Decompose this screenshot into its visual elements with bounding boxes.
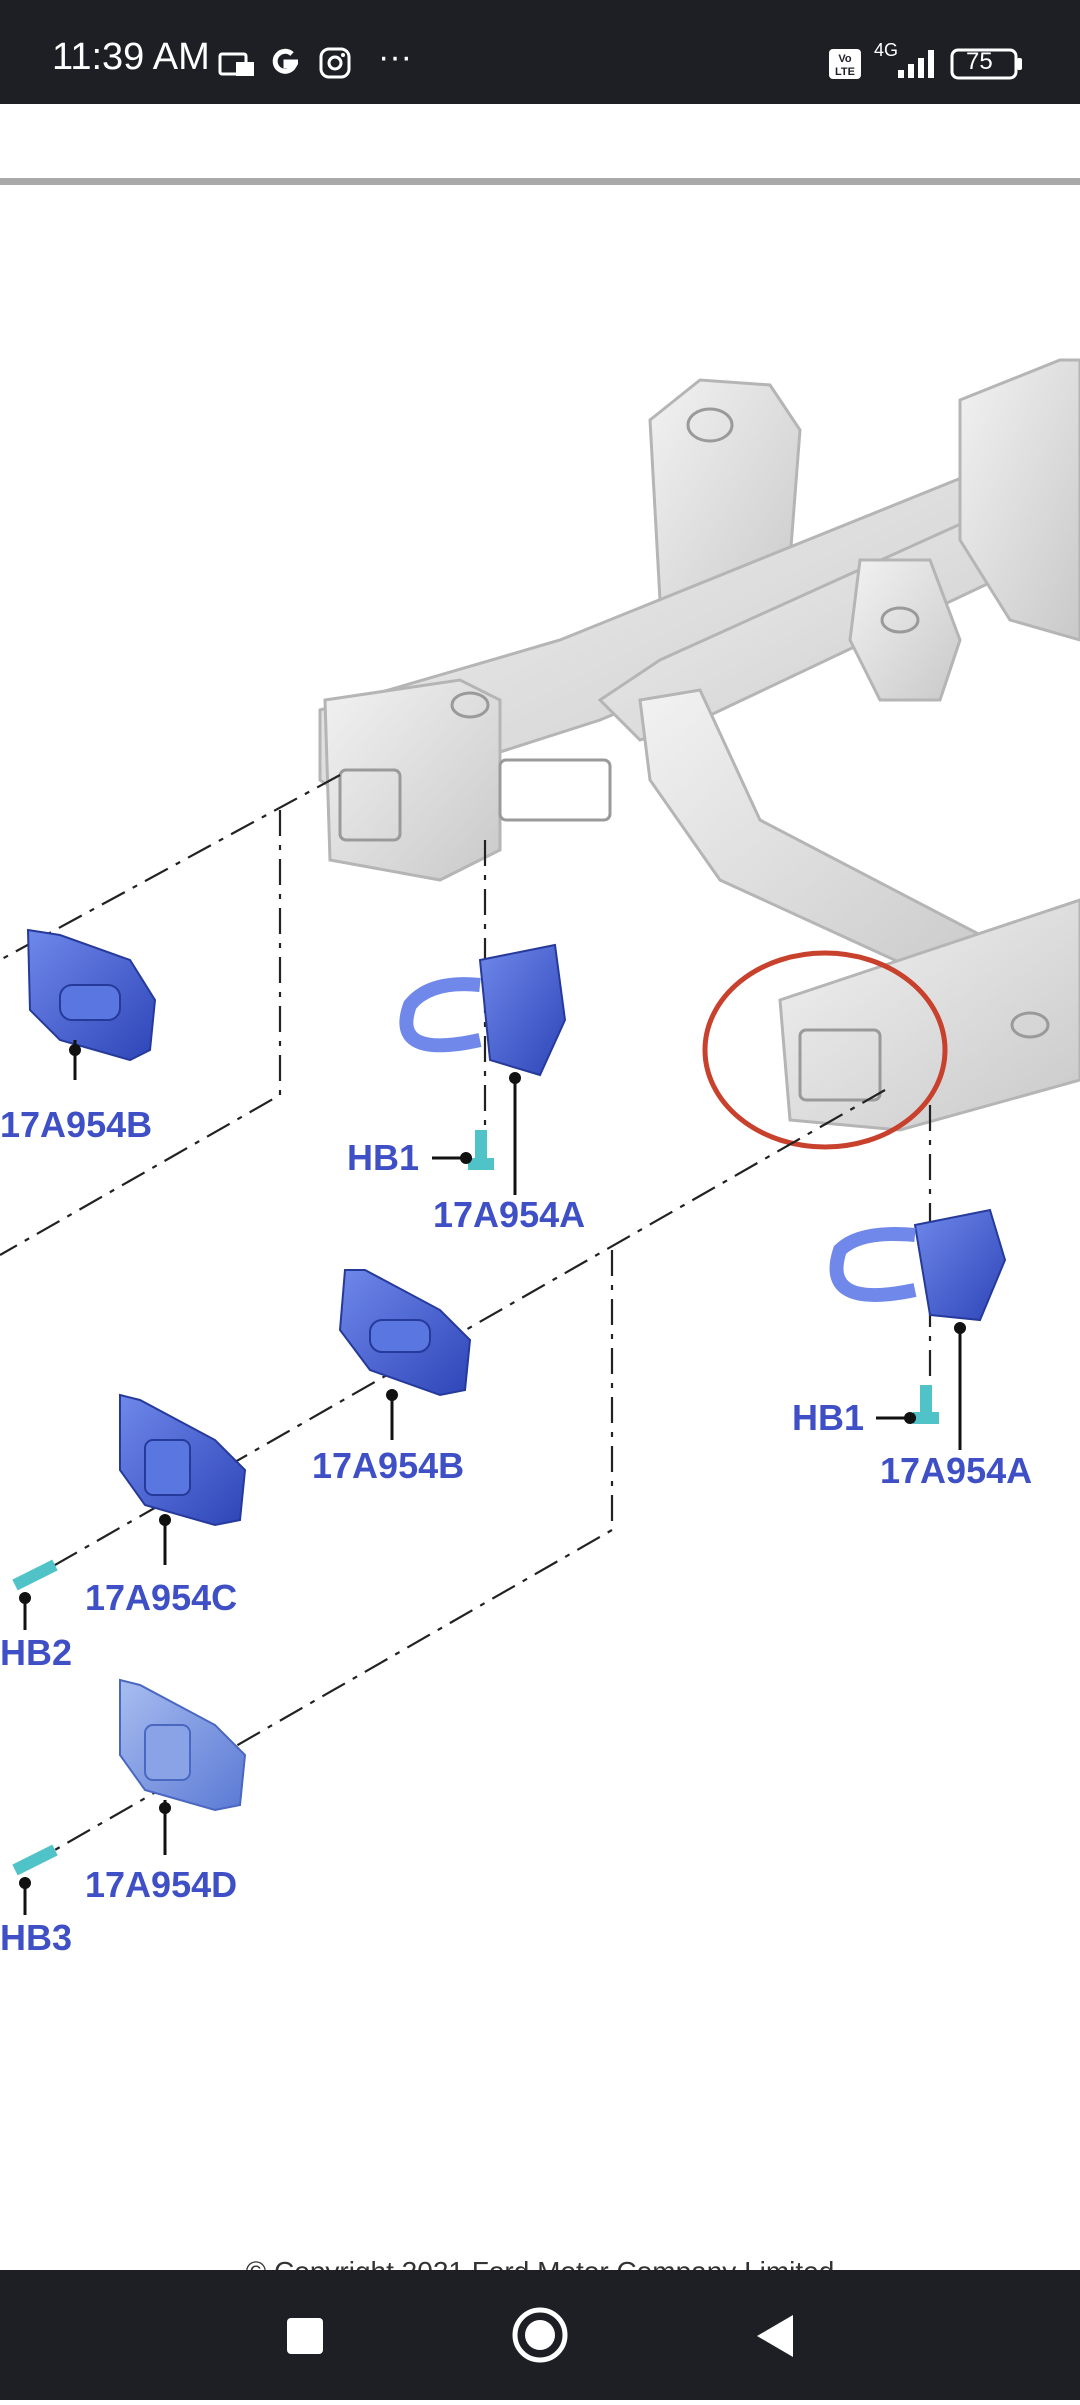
- circle-icon: [512, 2307, 568, 2363]
- volte-icon: Vo LTE: [829, 49, 861, 79]
- part-17a954b-left[interactable]: [26, 928, 157, 1080]
- label-17a954c: 17A954C: [85, 1577, 237, 1618]
- bolt-hb3[interactable]: [12, 1844, 58, 1915]
- bolt-hb2[interactable]: [12, 1559, 58, 1630]
- status-bar: 11:39 AM ··· Vo LTE 4G 75: [0, 0, 1080, 104]
- chassis-frame: [318, 358, 1080, 1132]
- battery-icon: [950, 48, 1022, 80]
- bolt-hb1-right[interactable]: [876, 1385, 939, 1424]
- status-time: 11:39 AM: [52, 36, 210, 78]
- label-hb1-right: HB1: [792, 1397, 864, 1438]
- svg-text:Vo: Vo: [838, 53, 852, 65]
- label-hb2: HB2: [0, 1632, 72, 1673]
- label-17a954a-center: 17A954A: [433, 1194, 585, 1235]
- label-17a954a-right: 17A954A: [880, 1450, 1032, 1491]
- home-button[interactable]: [470, 2270, 610, 2400]
- frame-details: [338, 407, 1050, 1102]
- part-17a954a-center[interactable]: [399, 943, 567, 1195]
- back-button[interactable]: [705, 2270, 845, 2400]
- signal-icon: [898, 50, 934, 78]
- battery-level: 75: [966, 48, 993, 75]
- message-notification-icon: [218, 52, 254, 76]
- part-17a954a-right[interactable]: [829, 1208, 1007, 1450]
- parts-diagram[interactable]: 17A954B HB1 17A954A 17A954B HB1 17A954A …: [0, 185, 1080, 2270]
- network-type: 4G: [874, 40, 899, 60]
- square-icon: [287, 2318, 323, 2354]
- overflow-dots: ···: [378, 38, 412, 76]
- label-hb3: HB3: [0, 1917, 72, 1958]
- instagram-icon: [319, 47, 351, 79]
- highlight-circle: [702, 950, 948, 1150]
- recents-button[interactable]: [235, 2270, 375, 2400]
- bolt-hb1-center[interactable]: [432, 1130, 494, 1170]
- triangle-icon: [757, 2315, 793, 2357]
- part-17a954c[interactable]: [119, 1393, 247, 1565]
- label-17a954b-left: 17A954B: [0, 1104, 152, 1145]
- navigation-bar: [0, 2270, 1080, 2400]
- label-hb1-center: HB1: [347, 1137, 419, 1178]
- toolbar-divider: [0, 178, 1080, 185]
- svg-text:LTE: LTE: [835, 66, 855, 78]
- label-17a954d: 17A954D: [85, 1864, 237, 1905]
- part-17a954d[interactable]: [119, 1678, 247, 1855]
- label-17a954b-center: 17A954B: [312, 1445, 464, 1486]
- part-17a954b-center[interactable]: [338, 1269, 472, 1440]
- google-icon: [272, 48, 299, 74]
- app-toolbar: [0, 104, 1080, 180]
